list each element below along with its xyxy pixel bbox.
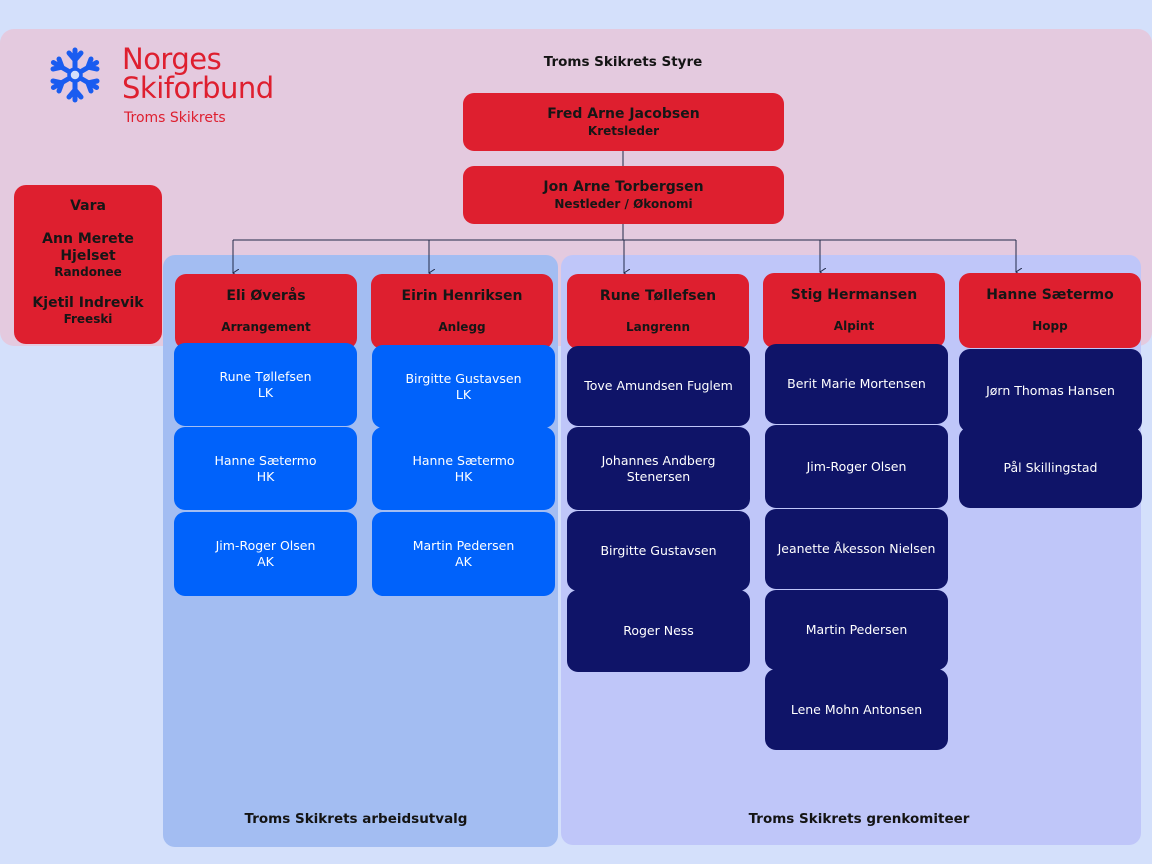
hopp-head: Hanne Sætermo Hopp: [959, 273, 1141, 348]
member-name: Roger Ness: [623, 623, 694, 638]
member-card: Tove Amundsen Fuglem: [567, 346, 750, 426]
member-name: Lene Mohn Antonsen: [790, 701, 923, 717]
committee-role: Langrenn: [625, 320, 691, 334]
member-name: Birgitte Gustavsen: [600, 543, 717, 558]
member-card: Pål Skillingstad: [959, 427, 1142, 508]
member-card: Birgitte Gustavsen LK: [372, 345, 555, 428]
arrangement-head: Eli Øverås Arrangement: [175, 274, 357, 349]
vara-member-role: Freeski: [63, 312, 113, 326]
committee-role: Arrangement: [221, 320, 311, 334]
vara-title: Vara: [70, 198, 106, 214]
nestleder-box: Jon Arne Torbergsen Nestleder / Økonomi: [463, 166, 784, 224]
snowflake-icon: [46, 46, 104, 104]
member-card: Rune Tøllefsen LK: [174, 343, 357, 426]
member-role: AK: [455, 554, 472, 569]
member-card: Hanne Sætermo HK: [174, 427, 357, 510]
grenkomiteer-title: Troms Skikrets grenkomiteer: [748, 811, 970, 827]
member-card: Hanne Sætermo HK: [372, 427, 555, 510]
committee-leader-name: Eli Øverås: [226, 288, 306, 304]
member-role: HK: [256, 468, 275, 484]
vara-box: Vara Ann Merete Hjelset Randonee Kjetil …: [14, 185, 162, 344]
langrenn-head: Rune Tøllefsen Langrenn: [567, 274, 749, 349]
styre-title: Troms Skikrets Styre: [543, 54, 703, 70]
member-card: Roger Ness: [567, 590, 750, 672]
member-name: Jim-Roger Olsen: [806, 458, 907, 474]
kretsleder-role: Kretsleder: [587, 123, 660, 138]
logo-subtitle: Troms Skikrets: [124, 110, 226, 126]
logo-name-line2: Skiforbund: [122, 71, 274, 105]
member-name: Martin Pedersen: [805, 622, 908, 637]
committee-role: Alpint: [833, 319, 875, 333]
nestleder-role: Nestleder / Økonomi: [554, 196, 693, 211]
member-role: AK: [257, 554, 274, 569]
vara-member-name: Kjetil Indrevik: [32, 295, 144, 311]
member-card: Birgitte Gustavsen: [567, 511, 750, 591]
member-card: Berit Marie Mortensen: [765, 344, 948, 424]
member-role: HK: [454, 468, 473, 484]
member-name: Jørn Thomas Hansen: [986, 382, 1115, 398]
member-name: Tove Amundsen Fuglem: [584, 378, 733, 393]
member-name: Hanne Sætermo: [214, 452, 317, 468]
committee-leader-name: Stig Hermansen: [790, 287, 918, 303]
member-name: Rune Tøllefsen: [219, 368, 312, 384]
arbeidsutvalg-title: Troms Skikrets arbeidsutvalg: [244, 811, 468, 827]
member-card: Jeanette Åkesson Nielsen: [765, 509, 948, 589]
member-role: LK: [455, 386, 472, 402]
alpint-head: Stig Hermansen Alpint: [763, 273, 945, 348]
member-card: Johannes Andberg Stenersen: [567, 427, 750, 510]
nestleder-name: Jon Arne Torbergsen: [543, 178, 704, 195]
member-name: Hanne Sætermo: [412, 452, 515, 468]
kretsleder-box: Fred Arne Jacobsen Kretsleder: [463, 93, 784, 151]
vara-member-name: Ann Merete Hjelset: [42, 231, 134, 264]
logo-name-line1: Norges: [122, 42, 222, 76]
member-card: Martin Pedersen AK: [372, 512, 555, 596]
kretsleder-name: Fred Arne Jacobsen: [547, 105, 700, 122]
member-card: Lene Mohn Antonsen: [765, 669, 948, 750]
vara-member-role: Randonee: [54, 265, 122, 279]
anlegg-head: Eirin Henriksen Anlegg: [371, 274, 553, 349]
member-card: Jørn Thomas Hansen: [959, 349, 1142, 432]
committee-leader-name: Hanne Sætermo: [986, 287, 1114, 303]
member-name: Birgitte Gustavsen: [405, 370, 522, 386]
member-card: Jim-Roger Olsen: [765, 425, 948, 508]
member-name: Jeanette Åkesson Nielsen: [777, 541, 936, 556]
member-role: LK: [257, 384, 274, 400]
committee-leader-name: Rune Tøllefsen: [599, 288, 717, 304]
member-name: Johannes Andberg Stenersen: [601, 452, 716, 484]
member-card: Martin Pedersen: [765, 590, 948, 670]
member-name: Berit Marie Mortensen: [787, 376, 926, 391]
member-card: Jim-Roger Olsen AK: [174, 512, 357, 596]
member-name: Jim-Roger Olsen: [215, 538, 316, 553]
member-name: Pål Skillingstad: [1003, 459, 1098, 475]
committee-role: Anlegg: [438, 320, 486, 334]
member-name: Martin Pedersen: [412, 538, 515, 553]
committee-leader-name: Eirin Henriksen: [401, 288, 523, 304]
committee-role: Hopp: [1032, 319, 1068, 333]
